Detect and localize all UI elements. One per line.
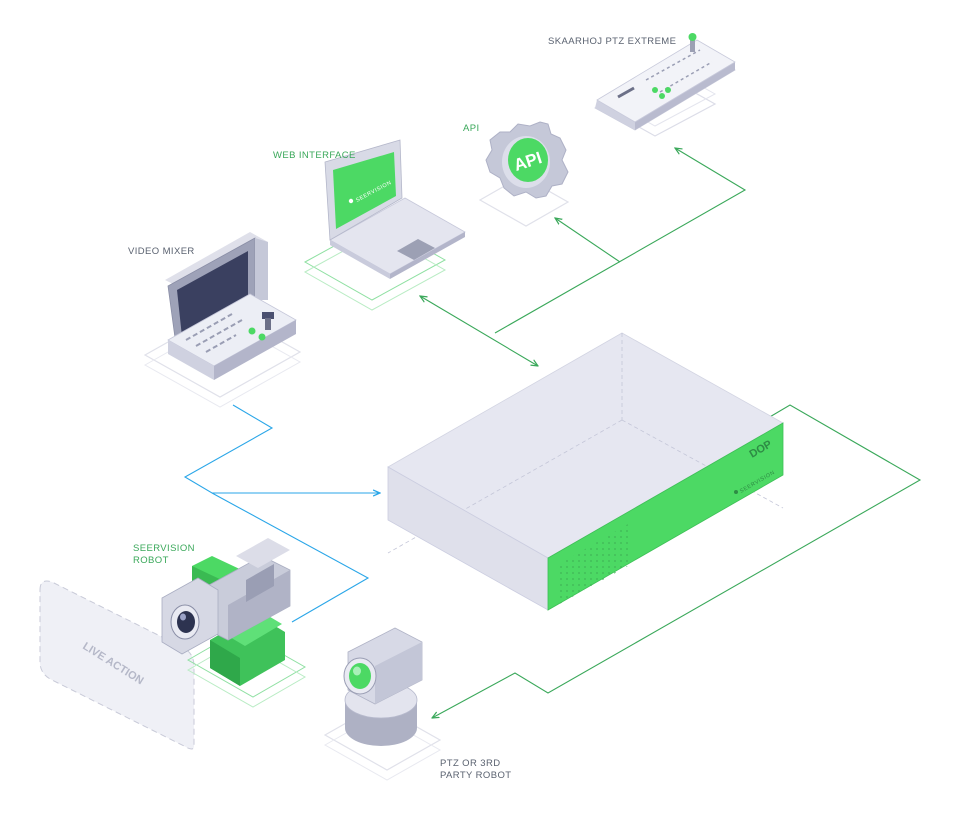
link-dop-web-interface bbox=[420, 296, 538, 366]
link-dop-to-api bbox=[555, 218, 621, 263]
seervision-robot-label-1: SEERVISION bbox=[133, 543, 195, 554]
link-dop-to-ptz bbox=[432, 404, 922, 718]
ptz-label-2: PARTY ROBOT bbox=[440, 770, 511, 781]
ptz-robot: PTZ OR 3RD PARTY ROBOT bbox=[323, 627, 511, 781]
seervision-robot-label-2: ROBOT bbox=[133, 555, 169, 566]
api-node: API API bbox=[463, 121, 570, 227]
laptop-logo-icon bbox=[348, 198, 354, 204]
skaarhoj-controller: SKAARHOJ PTZ EXTREME bbox=[548, 33, 736, 137]
web-interface-laptop: SEERVISION WEB INTERFACE bbox=[273, 139, 466, 311]
ptz-label-1: PTZ OR 3RD bbox=[440, 758, 500, 769]
live-action-panel: LIVE ACTION bbox=[39, 580, 195, 750]
web-interface-label: WEB INTERFACE bbox=[273, 150, 356, 161]
link-mixer-to-dop bbox=[183, 404, 380, 493]
link-robot-to-dop bbox=[211, 492, 370, 623]
skaarhoj-label: SKAARHOJ PTZ EXTREME bbox=[548, 36, 676, 47]
api-label: API bbox=[463, 123, 480, 134]
video-mixer-label: VIDEO MIXER bbox=[128, 246, 195, 257]
laptop-screen bbox=[333, 152, 396, 229]
video-mixer: VIDEO MIXER bbox=[128, 232, 302, 408]
dop-box: DOP SEERVISION bbox=[387, 332, 784, 611]
dop-logo-icon bbox=[734, 490, 738, 494]
link-dop-to-skaarhoj bbox=[494, 148, 747, 334]
seervision-robot: SEERVISION ROBOT bbox=[133, 538, 307, 708]
connections bbox=[183, 148, 922, 718]
